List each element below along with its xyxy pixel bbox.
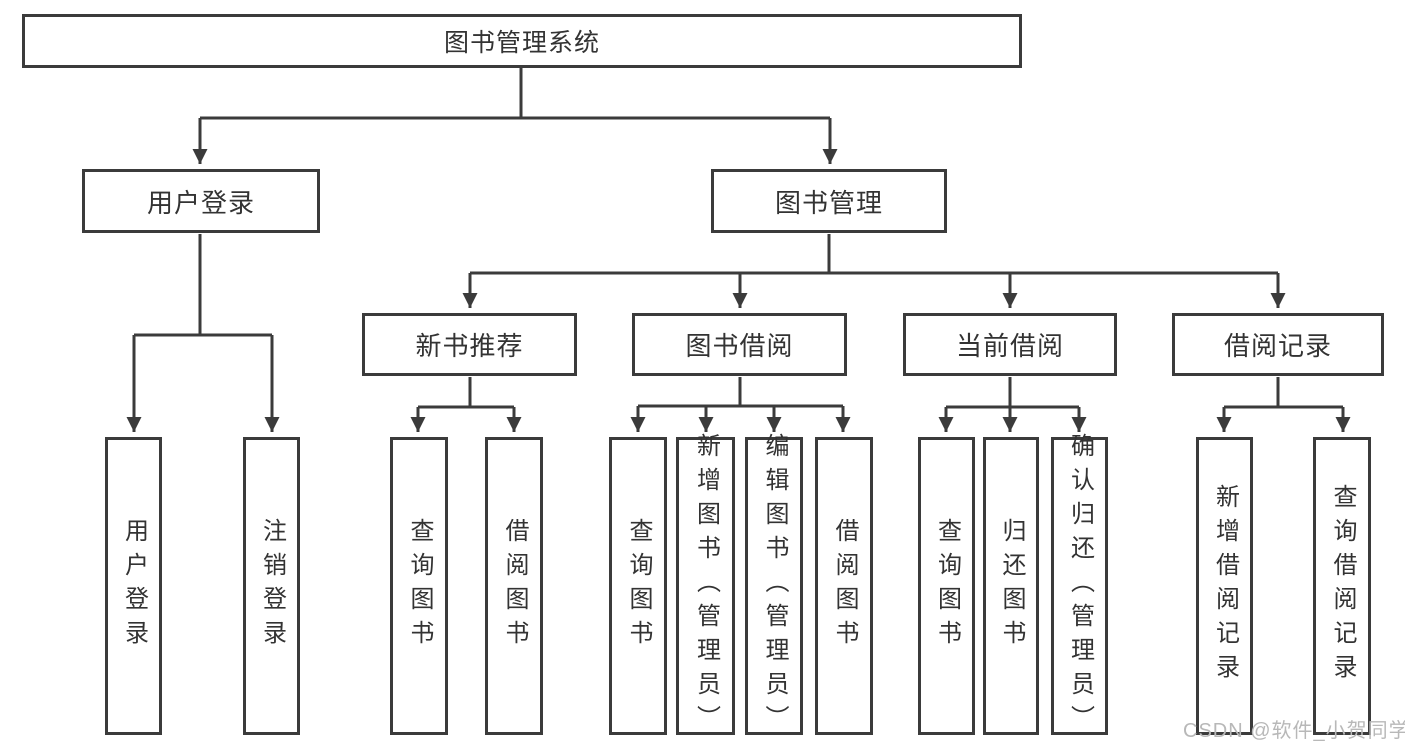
leaf-label: 编辑图书（管理员） bbox=[761, 433, 788, 739]
node-label: 借阅记录 bbox=[1223, 331, 1332, 361]
leaf-label: 新增借阅记录 bbox=[1211, 484, 1239, 688]
leaf-query-books-recommend: 查询图书 bbox=[390, 437, 448, 735]
leaf-label: 确认归还（管理员） bbox=[1066, 433, 1094, 739]
node-current-borrowing: 当前借阅 bbox=[903, 313, 1117, 376]
leaf-label: 新增图书（管理员） bbox=[692, 433, 720, 739]
leaf-borrow-books: 借阅图书 bbox=[815, 437, 873, 735]
node-book-management: 图书管理 bbox=[711, 169, 947, 233]
node-label: 图书管理 bbox=[774, 187, 883, 218]
node-new-book-recommendation: 新书推荐 bbox=[362, 313, 577, 376]
node-borrowing-records: 借阅记录 bbox=[1172, 313, 1384, 376]
node-label: 新书推荐 bbox=[415, 331, 524, 361]
leaf-label: 查询图书 bbox=[933, 518, 961, 654]
node-label: 图书管理系统 bbox=[443, 29, 600, 57]
leaf-edit-books-admin: 编辑图书（管理员） bbox=[745, 433, 803, 739]
node-library-system-root: 图书管理系统 bbox=[22, 14, 1022, 68]
leaf-query-borrowing-record: 查询借阅记录 bbox=[1313, 437, 1371, 735]
leaf-borrow-books-recommend: 借阅图书 bbox=[485, 437, 543, 735]
leaf-label: 注销登录 bbox=[258, 518, 286, 654]
leaf-logout: 注销登录 bbox=[243, 437, 300, 735]
leaf-label: 借阅图书 bbox=[831, 518, 858, 654]
leaf-label: 用户登录 bbox=[120, 518, 148, 654]
leaf-return-books: 归还图书 bbox=[983, 437, 1039, 735]
leaf-label: 查询图书 bbox=[406, 518, 433, 654]
node-label: 用户登录 bbox=[146, 187, 255, 218]
leaf-query-books-borrowing: 查询图书 bbox=[609, 437, 667, 735]
leaf-user-login: 用户登录 bbox=[105, 437, 162, 735]
leaf-label: 查询借阅记录 bbox=[1329, 484, 1356, 688]
node-label: 图书借阅 bbox=[685, 331, 794, 361]
leaf-label: 归还图书 bbox=[998, 518, 1025, 654]
leaf-label: 借阅图书 bbox=[501, 518, 528, 654]
node-label: 当前借阅 bbox=[955, 331, 1064, 361]
leaf-add-borrowing-record: 新增借阅记录 bbox=[1196, 437, 1253, 735]
csdn-watermark: CSDN @软件_小贺同学 bbox=[1183, 720, 1405, 742]
leaf-label: 查询图书 bbox=[625, 518, 652, 654]
leaf-confirm-return-admin: 确认归还（管理员） bbox=[1051, 433, 1108, 739]
node-user-login: 用户登录 bbox=[82, 169, 320, 233]
leaf-add-books-admin: 新增图书（管理员） bbox=[676, 433, 735, 739]
node-book-borrowing: 图书借阅 bbox=[632, 313, 847, 376]
leaf-query-books-current: 查询图书 bbox=[918, 437, 975, 735]
